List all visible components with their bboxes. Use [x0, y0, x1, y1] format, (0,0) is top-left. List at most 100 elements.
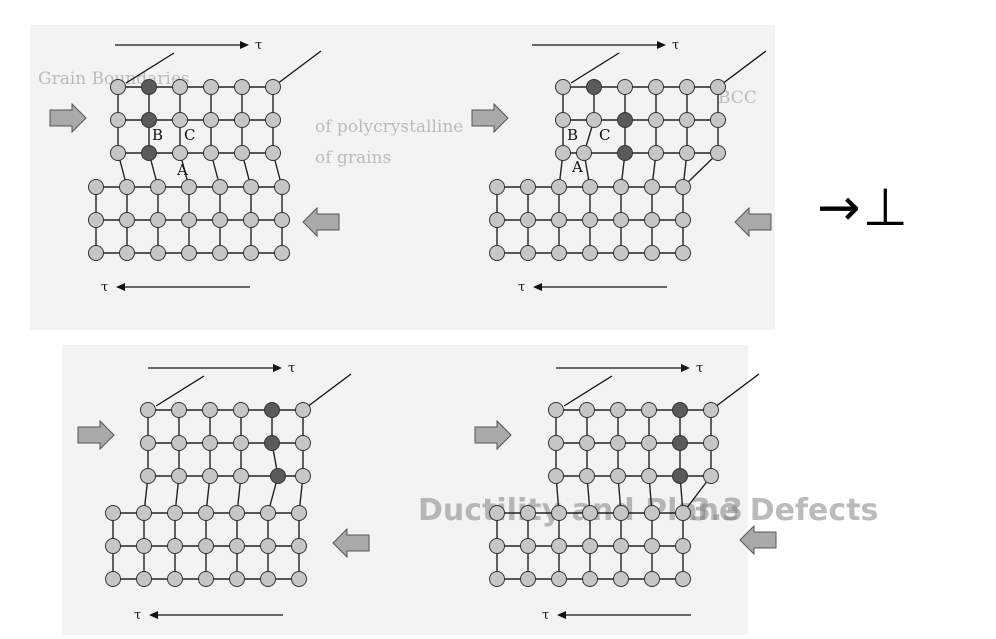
atom: [260, 505, 276, 521]
atom: [613, 505, 629, 521]
atom: [274, 245, 290, 261]
atom-dark: [264, 435, 280, 451]
atom: [274, 179, 290, 195]
atom: [675, 505, 691, 521]
atom: [489, 505, 505, 521]
tau-label-top: τ: [255, 38, 262, 53]
atom-dark: [586, 79, 602, 95]
atom: [243, 179, 259, 195]
shear-arrowhead-bottom: [149, 611, 158, 619]
atom: [140, 468, 156, 484]
atom: [202, 468, 218, 484]
atom: [489, 571, 505, 587]
atom: [610, 435, 626, 451]
atom: [675, 245, 691, 261]
atom: [551, 538, 567, 554]
atom: [641, 468, 657, 484]
atom: [703, 435, 719, 451]
atom: [703, 468, 719, 484]
atom: [172, 79, 188, 95]
atom: [613, 571, 629, 587]
atom: [167, 538, 183, 554]
atom: [520, 571, 536, 587]
atom: [582, 212, 598, 228]
atom: [212, 179, 228, 195]
atom-label-a: A: [176, 161, 188, 179]
slip-line: [155, 375, 205, 407]
bg-text-section-number: 3.3: [690, 493, 743, 528]
atom: [555, 145, 571, 161]
atom: [202, 435, 218, 451]
shear-arrowhead-bottom: [116, 283, 125, 291]
push-arrow-right: [471, 102, 509, 134]
atom-dark: [672, 435, 688, 451]
atom: [140, 435, 156, 451]
atom-dark: [264, 402, 280, 418]
bond: [682, 152, 719, 188]
atom: [644, 538, 660, 554]
atom: [234, 112, 250, 128]
atom: [233, 435, 249, 451]
atom: [613, 245, 629, 261]
atom: [617, 79, 633, 95]
atom: [212, 245, 228, 261]
atom: [198, 538, 214, 554]
atom: [119, 212, 135, 228]
atom: [710, 112, 726, 128]
atom: [520, 538, 536, 554]
atom-dark: [672, 402, 688, 418]
lattice-panel-4: ττ: [474, 361, 777, 623]
atom: [610, 468, 626, 484]
atom: [295, 402, 311, 418]
atom: [675, 538, 691, 554]
shear-arrowhead-bottom: [557, 611, 566, 619]
atom: [203, 79, 219, 95]
slip-line: [570, 52, 620, 84]
atom: [265, 79, 281, 95]
atom: [648, 112, 664, 128]
slip-line: [125, 52, 175, 84]
atom-dark: [141, 145, 157, 161]
atom: [586, 112, 602, 128]
atom: [291, 538, 307, 554]
push-arrow-right: [77, 419, 115, 451]
atom: [171, 468, 187, 484]
atom: [489, 245, 505, 261]
atom: [234, 79, 250, 95]
push-arrow-right: [474, 419, 512, 451]
atom: [551, 212, 567, 228]
atom: [181, 179, 197, 195]
atom: [520, 245, 536, 261]
atom: [675, 212, 691, 228]
slip-line: [717, 50, 767, 88]
atom: [582, 571, 598, 587]
atom: [613, 212, 629, 228]
atom: [644, 245, 660, 261]
atom: [675, 571, 691, 587]
atom: [243, 245, 259, 261]
atom: [644, 179, 660, 195]
shear-arrowhead-top: [273, 364, 282, 372]
tau-label-top: τ: [288, 361, 295, 376]
atom: [648, 145, 664, 161]
atom: [520, 212, 536, 228]
atom: [105, 571, 121, 587]
atom: [551, 505, 567, 521]
atom: [551, 571, 567, 587]
atom: [136, 505, 152, 521]
atom: [150, 245, 166, 261]
atom: [582, 538, 598, 554]
atom: [233, 402, 249, 418]
atom-dark: [141, 112, 157, 128]
atom: [648, 79, 664, 95]
atom: [150, 179, 166, 195]
atom: [644, 212, 660, 228]
atom: [582, 505, 598, 521]
tau-label-bottom: τ: [101, 280, 108, 295]
atom-dark: [617, 112, 633, 128]
atom: [198, 505, 214, 521]
atom: [198, 571, 214, 587]
atom: [119, 179, 135, 195]
